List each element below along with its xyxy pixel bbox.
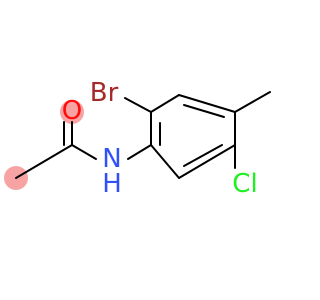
chlorine-label: Cl [232,169,257,199]
bond-ring-methyl [234,91,271,113]
ring-bond-2 [150,94,180,113]
molecule-canvas: O N H Br Cl [4,78,271,199]
bromine-label: Br [90,78,119,108]
ring-bond-6 [150,144,180,179]
ring-bond-5-inner [183,144,223,167]
oxygen-highlight [60,100,84,124]
ring-bond-3-inner [183,104,225,118]
bond-carbonyl-n [71,144,97,160]
bond-ring-br [124,97,152,113]
structure-svg: O N H Br Cl [4,78,271,199]
ring-bond-3 [178,94,236,113]
ring-bond-5 [178,144,236,179]
nitrogen-h-label: H [102,169,122,199]
nitrogen-label: N [102,144,121,174]
oxygen-label: O [62,96,82,126]
bond-n-ring [127,144,152,160]
bond-ch3-carbonyl [15,144,73,179]
